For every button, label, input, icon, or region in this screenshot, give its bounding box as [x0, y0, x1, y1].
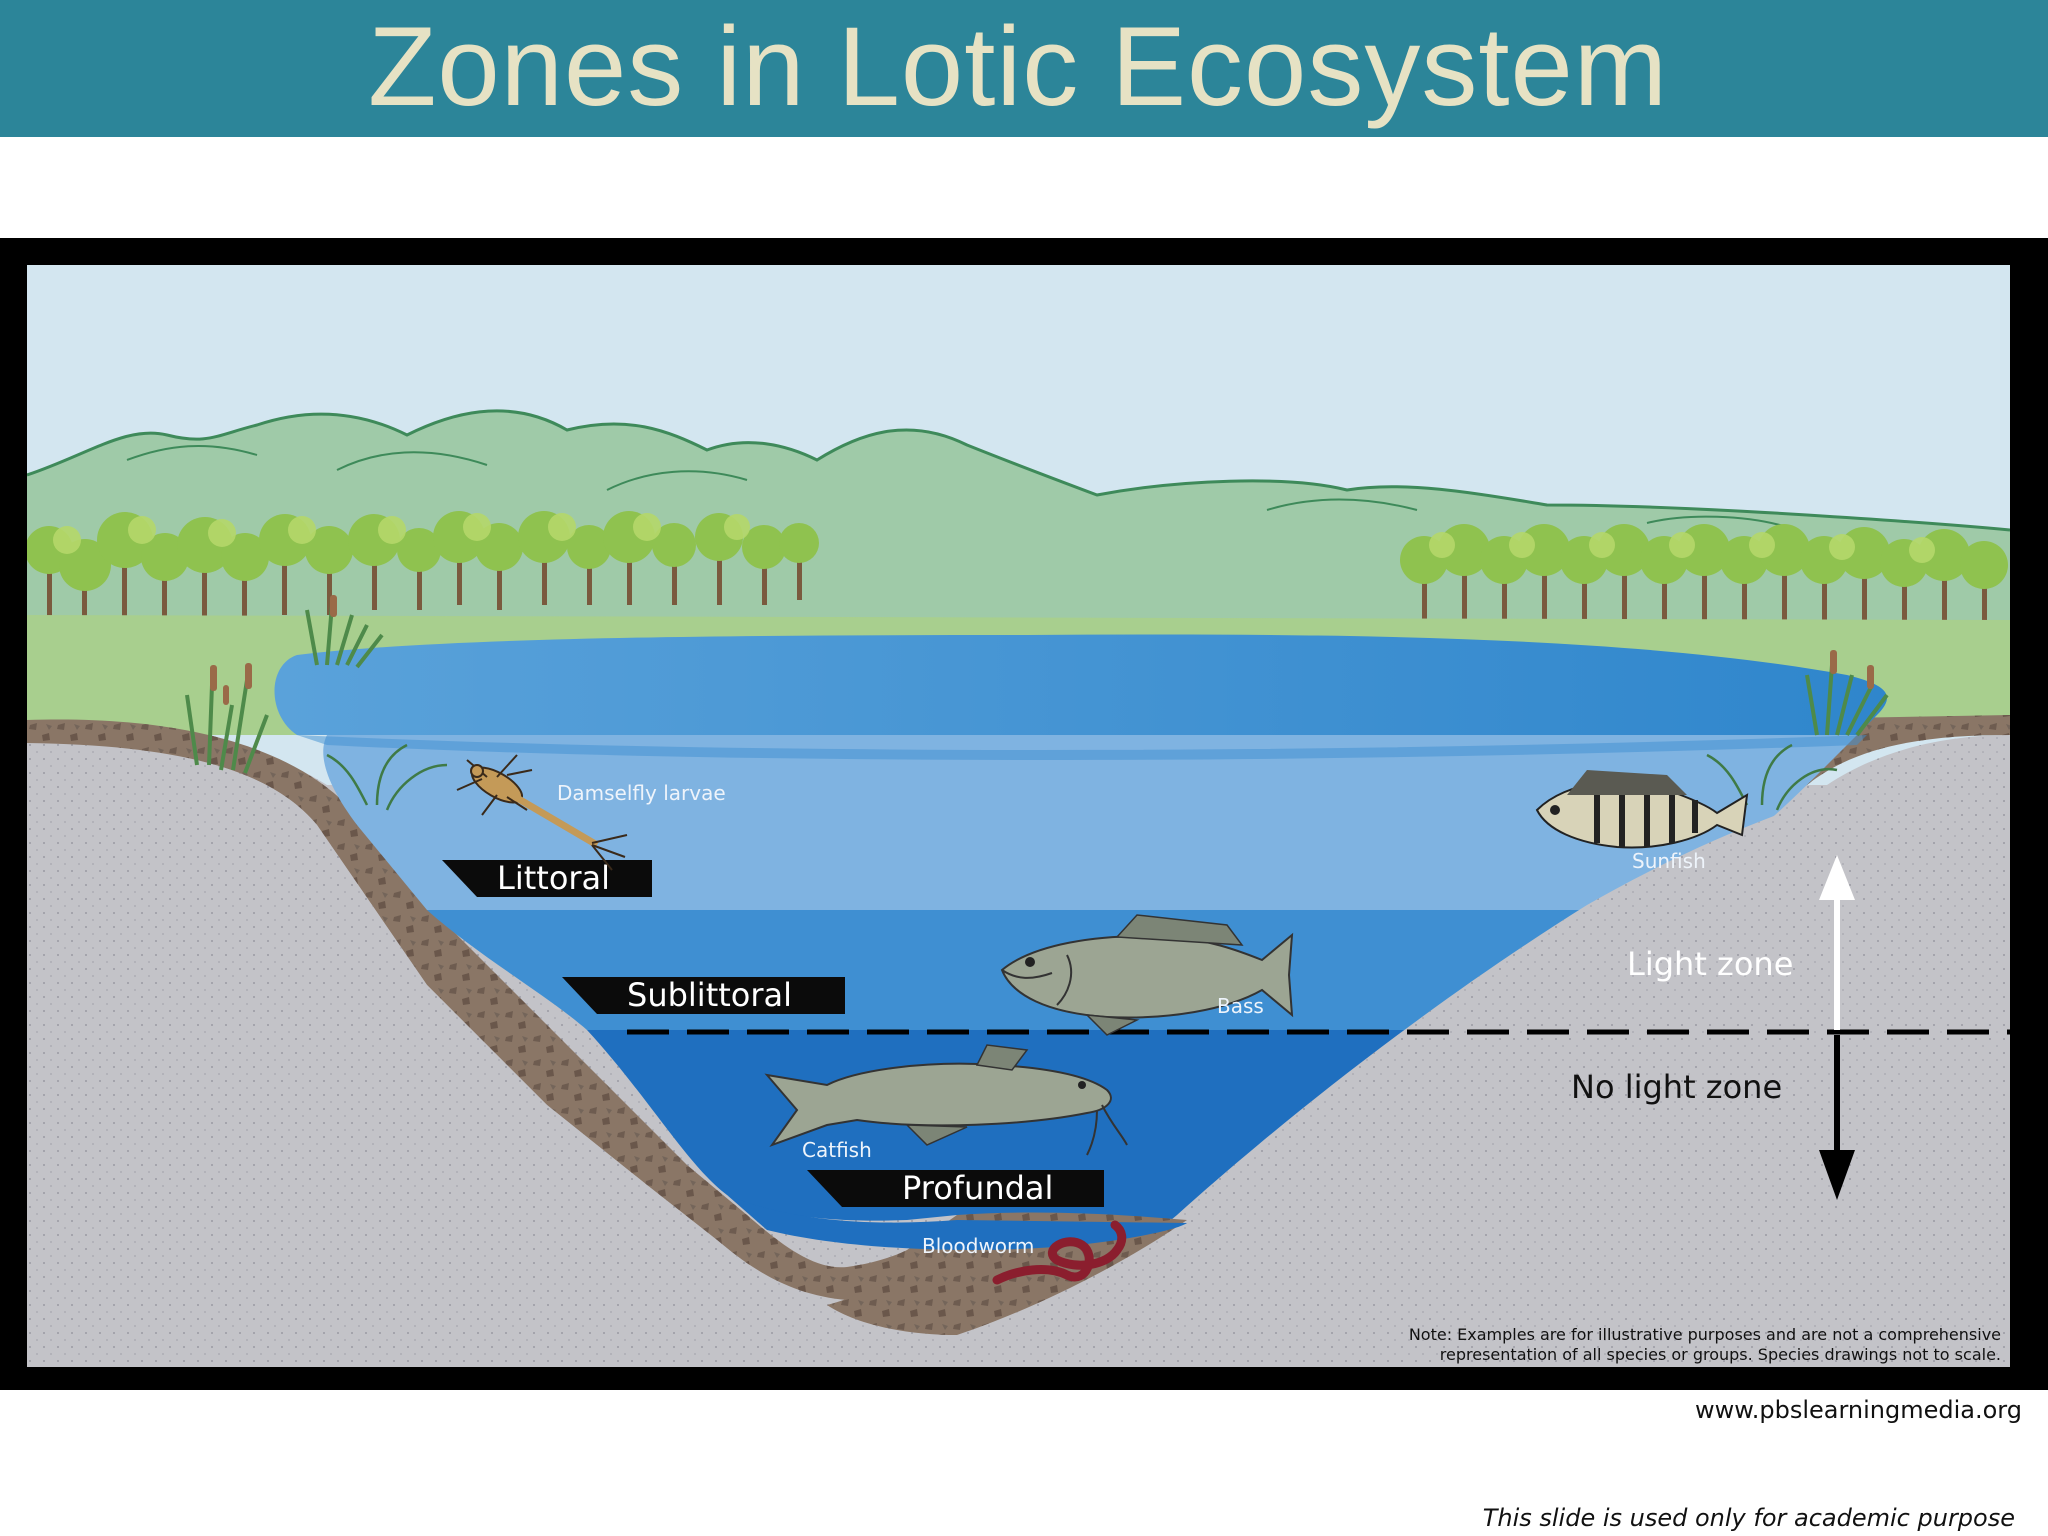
no-light-zone-label: No light zone — [1571, 1068, 1782, 1106]
note-line-1: Note: Examples are for illustrative purp… — [1409, 1325, 2001, 1344]
surface-water — [274, 634, 1887, 735]
slide-title: Zones in Lotic Ecosystem — [367, 3, 1669, 129]
note-line-2: representation of all species or groups.… — [1440, 1345, 2001, 1364]
sunfish-label: Sunfish — [1632, 849, 1706, 873]
catfish — [764, 1044, 1128, 1156]
light-zone-label: Light zone — [1627, 945, 1793, 983]
littoral-label: Littoral — [497, 859, 610, 897]
littoral-tag: Littoral — [442, 859, 652, 897]
sublittoral-tag: Sublittoral — [562, 976, 845, 1014]
bloodworm — [992, 1220, 1127, 1285]
light-zone-arrow — [1819, 855, 1855, 1030]
source-url: www.pbslearningmedia.org — [1695, 1396, 2022, 1424]
profundal-tag: Profundal — [807, 1169, 1104, 1207]
damselfly-larvae — [456, 754, 628, 871]
reeds-left — [185, 604, 384, 774]
bass — [1000, 914, 1294, 1036]
sublittoral-label: Sublittoral — [627, 976, 792, 1014]
reeds-right — [1805, 664, 1889, 737]
littoral-water — [323, 735, 1857, 910]
bass-label: Bass — [1217, 994, 1264, 1018]
no-light-zone-arrow — [1819, 1035, 1855, 1200]
catfish-label: Catfish — [802, 1138, 872, 1162]
aquatic-plants — [326, 743, 1838, 811]
lake-zones-diagram: Littoral Sublittoral Profundal Light zon… — [27, 265, 2010, 1367]
profundal-label: Profundal — [902, 1169, 1053, 1207]
disclaimer: This slide is used only for academic pur… — [1482, 1504, 2015, 1532]
bloodworm-label: Bloodworm — [922, 1234, 1034, 1258]
sunfish — [1535, 770, 1749, 849]
damselfly-label: Damselfly larvae — [557, 781, 726, 805]
trees-right — [1400, 524, 2008, 640]
trees-left — [27, 511, 819, 635]
title-bar: Zones in Lotic Ecosystem — [0, 0, 2048, 137]
